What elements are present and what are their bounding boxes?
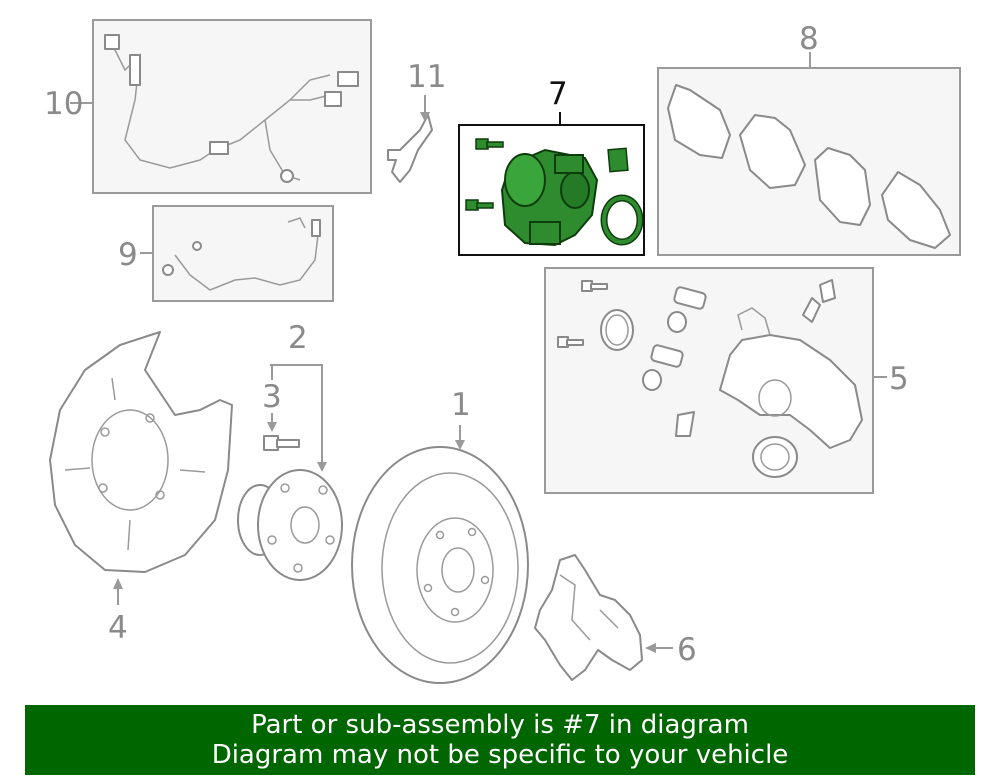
part-10-group: 10: [44, 19, 372, 194]
callout-9: 9: [118, 237, 138, 273]
callout-4: 4: [108, 610, 128, 646]
part-4-group: 4: [49, 331, 233, 646]
part-7-group: 7: [458, 76, 645, 256]
sensor-wire: [174, 221, 319, 291]
callout-6: 6: [677, 632, 697, 668]
callout-5: 5: [889, 361, 909, 397]
callout-2: 2: [288, 320, 308, 356]
part-1-group: 1: [351, 387, 529, 684]
info-banner: Part or sub-assembly is #7 in diagram Di…: [25, 705, 975, 775]
callout-11: 11: [407, 59, 446, 95]
caliper-bracket: [534, 554, 643, 681]
banner-line-1: Part or sub-assembly is #7 in diagram: [251, 710, 749, 740]
guide-pin-1: [673, 286, 707, 310]
banner-line-2: Diagram may not be specific to your vehi…: [211, 740, 789, 770]
motor-body: [500, 148, 599, 247]
bracket-part: [387, 114, 433, 183]
part-5-group: 5: [544, 267, 909, 494]
callout-8: 8: [799, 21, 819, 57]
seal-part: [607, 147, 629, 173]
part-8-group: 8: [657, 21, 961, 256]
part-9-group: 9: [118, 205, 334, 302]
bolt-small-2: [557, 336, 584, 348]
part-11-group: 11: [387, 59, 446, 183]
label-plate: [675, 411, 695, 437]
brake-pad-1: [667, 84, 731, 159]
splash-shield: [49, 331, 233, 573]
part-6-group: 6: [534, 554, 697, 681]
brake-pad-4: [881, 171, 951, 249]
brake-pad-3: [814, 147, 871, 226]
callout-3: 3: [262, 379, 282, 415]
piston-seal: [752, 436, 798, 478]
bolt-upper: [475, 138, 504, 150]
brake-pad-2: [739, 114, 806, 189]
hub-bolt: [263, 435, 300, 451]
part-9-box: [152, 205, 334, 302]
part-2-3-group: 2 3: [237, 320, 343, 581]
callout-10: 10: [44, 86, 83, 122]
wheel-hub: [237, 469, 343, 581]
caliper-body: [719, 334, 863, 449]
bolt-lower: [465, 199, 494, 211]
boot-2: [642, 369, 662, 391]
callout-1: 1: [451, 387, 471, 423]
callout-7: 7: [548, 76, 568, 112]
boot-1: [667, 311, 687, 333]
cap-part: [819, 279, 836, 303]
brake-rotor: [351, 446, 529, 684]
bolt-small-1: [581, 280, 608, 292]
guide-pin-2: [650, 344, 684, 368]
bleeder-part: [802, 297, 821, 323]
